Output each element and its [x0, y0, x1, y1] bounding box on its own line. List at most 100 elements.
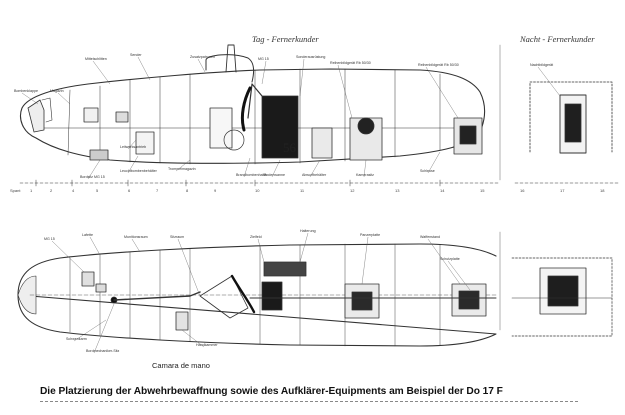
component-label: Magazin	[50, 89, 64, 93]
gunner-station	[209, 107, 233, 149]
component-label: Nachtbildgerät	[530, 63, 553, 67]
station-ticks	[35, 179, 441, 187]
station-label: 5	[96, 188, 99, 193]
leader-line	[447, 260, 471, 291]
component-label: Brandbombenhalter	[236, 173, 268, 177]
component-label: Bombenklappe	[14, 89, 38, 93]
component-label: Reihenbildgerät Rb 50/30	[418, 63, 459, 67]
leader-line	[537, 66, 561, 97]
night-section-plan	[511, 257, 613, 337]
station-label: 16	[520, 188, 525, 193]
leader-line	[21, 92, 39, 105]
bomb-rack	[311, 127, 333, 159]
top-labels-group: Bombenklappe Magazin Mittelschlitten Sender…	[14, 53, 561, 180]
leader-line	[363, 159, 367, 178]
plan-equipment-dark	[261, 281, 283, 311]
canopy-outline	[205, 54, 255, 83]
station-label: 13	[395, 188, 400, 193]
component-label: Abwurfbehälter	[302, 173, 327, 177]
fuselage-frames	[67, 68, 441, 165]
component-label: Panzerplatte	[360, 233, 380, 237]
component-label: Schutzplatte	[440, 257, 460, 261]
leader-line	[271, 159, 281, 178]
station-label: 17	[560, 188, 565, 193]
night-section-side	[514, 81, 621, 184]
component-label: Leitwerksantrieb	[120, 145, 146, 149]
leader-line	[87, 159, 101, 180]
station-label: 18	[600, 188, 605, 193]
plan-hand-camera	[175, 311, 189, 331]
station-label: 10	[255, 188, 260, 193]
component-label: Sender	[130, 53, 142, 57]
plan-camera-2-body	[458, 290, 480, 310]
night-plan-camera-body	[547, 275, 579, 307]
magazine-block	[89, 149, 109, 161]
leader-line	[181, 329, 205, 348]
leader-line	[427, 238, 461, 285]
station-label: 9	[214, 188, 217, 193]
component-label: Zusatzpatronen	[190, 55, 215, 59]
station-label: 7	[156, 188, 159, 193]
component-label: Bordsitz MG 15	[80, 175, 105, 179]
component-label: Leuchtbombenbehälter	[120, 169, 158, 173]
caption-underline	[40, 401, 578, 402]
leader-line	[337, 64, 353, 119]
leader-line	[51, 240, 85, 273]
plan-gun-barrel	[113, 291, 201, 301]
instrument-panel	[83, 107, 99, 123]
gun-mount-circle	[223, 129, 245, 151]
component-label: Mittelschlitten	[85, 57, 107, 61]
radio-set	[115, 111, 129, 123]
antenna-mast	[225, 44, 237, 73]
station-label: 6	[128, 188, 131, 193]
station-label: 15	[480, 188, 485, 193]
station-label: 8	[186, 188, 189, 193]
camera-lens	[357, 117, 375, 135]
night-fuselage-outline	[529, 81, 613, 153]
component-label: Waffenstand	[420, 235, 440, 239]
station-label: 4	[72, 188, 75, 193]
leader-line	[425, 66, 459, 119]
leader-line	[137, 56, 151, 81]
station-label: 11	[300, 188, 305, 193]
component-label: Kamerasitz	[356, 173, 374, 177]
leader-line	[127, 155, 139, 174]
component-label: Zielfeld	[250, 235, 262, 239]
leader-line	[299, 58, 305, 97]
leader-line	[92, 60, 111, 85]
nose-glazing	[27, 99, 45, 133]
component-label: MG 15	[258, 57, 269, 61]
plan-seat	[81, 271, 95, 287]
leader-line	[427, 151, 441, 174]
component-label: Schleuse	[420, 169, 435, 173]
side-view	[19, 44, 501, 187]
seat-block	[135, 131, 155, 155]
leader-line	[57, 92, 71, 105]
header-day: Tag - Fernerkunder	[252, 34, 319, 44]
camera-rb-2-body	[459, 125, 477, 145]
plan-ammo-drums	[263, 261, 307, 277]
leader-line	[257, 238, 265, 263]
leader-line	[93, 303, 115, 354]
fuselage-side-outline	[19, 68, 486, 164]
ammo-belt	[240, 86, 252, 132]
station-label: 2	[50, 188, 53, 193]
leader-line	[309, 159, 321, 178]
leader-line	[177, 238, 201, 297]
leader-line	[73, 319, 107, 342]
component-label: Trommelmagazin	[168, 167, 196, 171]
plan-gun-arc	[199, 275, 249, 319]
leader-line	[127, 139, 137, 150]
station-label: Spant	[10, 188, 21, 193]
plan-view	[17, 243, 497, 347]
station-label: 12	[350, 188, 355, 193]
component-label: Lafette	[82, 233, 93, 237]
component-label: MG 15	[44, 237, 55, 241]
leader-line	[175, 159, 191, 172]
plan-ammo-belt	[230, 274, 256, 314]
leader-line	[243, 157, 251, 178]
component-label: Bordmechaniker-Sitz	[86, 349, 120, 353]
